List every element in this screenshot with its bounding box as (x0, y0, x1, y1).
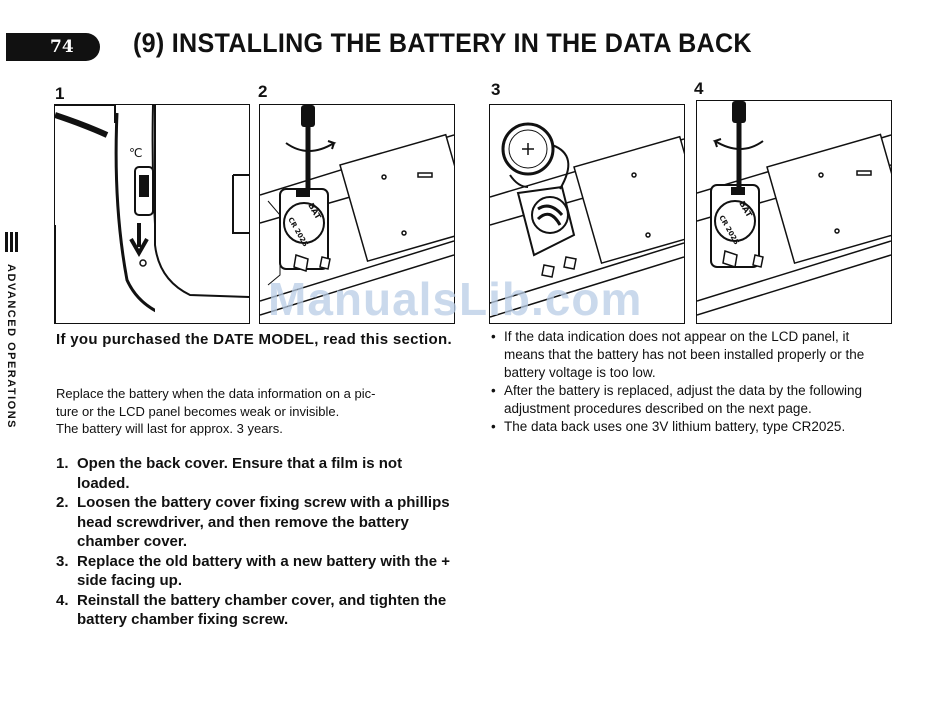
figure-1-illustration: ℃ (54, 104, 250, 324)
intro-text: If you purchased the DATE MODEL, read th… (56, 331, 452, 348)
note-text: The data back uses one 3V lithium batter… (504, 419, 846, 434)
bullet-icon: • (491, 329, 496, 344)
step-number: 2. (56, 494, 69, 511)
figure-3-illustration (489, 104, 685, 324)
page-number: 74 (50, 37, 74, 57)
figure-3-number: 3 (491, 80, 501, 99)
step-text: Loosen the battery cover fixing screw wi… (77, 494, 450, 550)
svg-text:℃: ℃ (129, 146, 142, 160)
step-number: 1. (56, 455, 69, 472)
note-text: After the battery is replaced, adjust th… (504, 383, 862, 416)
step-item: 1. Open the back cover. Ensure that a fi… (56, 454, 458, 493)
figure-4-number: 4 (694, 79, 704, 98)
figure-2-number: 2 (258, 82, 268, 101)
note-item: • After the battery is replaced, adjust … (491, 382, 892, 418)
step-item: 2. Loosen the battery cover fixing screw… (56, 493, 458, 552)
note-line: ture or the LCD panel becomes weak or in… (56, 403, 340, 419)
step-text: Replace the old battery with a new batte… (77, 552, 450, 590)
step-text: Reinstall the battery chamber cover, and… (77, 591, 447, 629)
step-text: Open the back cover. Ensure that a film … (77, 455, 403, 492)
bullet-icon: • (491, 419, 496, 434)
procedure-steps: 1. Open the back cover. Ensure that a fi… (56, 454, 458, 630)
step-item: 4. Reinstall the battery chamber cover, … (56, 591, 458, 630)
step-number: 3. (56, 552, 69, 570)
section-marker-bars (5, 232, 21, 252)
note-text: If the data indication does not appear o… (504, 329, 865, 380)
figure-2-illustration: BAT CR 2025 (259, 104, 455, 324)
figure-1-number: 1 (55, 84, 65, 103)
page-number-tab (6, 33, 100, 61)
bullet-icon: • (491, 383, 496, 398)
note-item: • The data back uses one 3V lithium batt… (491, 418, 892, 436)
battery-note: Replace the battery when the data inform… (56, 385, 458, 438)
note-item: • If the data indication does not appear… (491, 328, 892, 382)
page-title: (9) INSTALLING THE BATTERY IN THE DATA B… (133, 28, 752, 58)
figure-4-illustration: BAT CR 2025 (696, 100, 892, 324)
step-number: 4. (56, 591, 69, 609)
step-item: 3. Replace the old battery with a new ba… (56, 552, 458, 591)
watermark: ManualsLib.com (268, 273, 643, 325)
section-label: ADVANCED OPERATIONS (5, 264, 17, 429)
note-line: Replace the battery when the data inform… (56, 386, 376, 401)
notes-list: • If the data indication does not appear… (491, 328, 892, 436)
note-line: The battery will last for approx. 3 year… (56, 421, 283, 436)
